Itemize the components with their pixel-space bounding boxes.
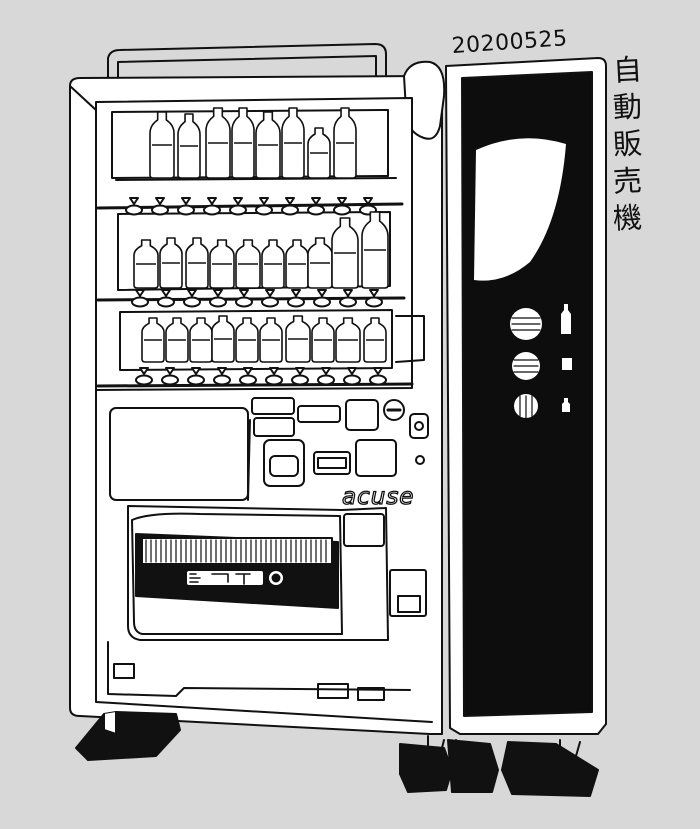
vertical-title: 自 動 販 売 機 <box>608 52 648 235</box>
selection-button[interactable] <box>183 296 201 308</box>
selection-button[interactable] <box>239 374 257 386</box>
selection-button[interactable] <box>343 374 361 386</box>
title-char: 自 <box>612 52 644 88</box>
selection-button[interactable] <box>135 374 153 386</box>
selection-button[interactable] <box>265 374 283 386</box>
selection-button[interactable] <box>235 296 253 308</box>
selection-button[interactable] <box>287 296 305 308</box>
selection-button[interactable] <box>125 204 143 216</box>
title-char: 機 <box>612 200 644 236</box>
selection-button[interactable] <box>177 204 195 216</box>
selection-button[interactable] <box>187 374 205 386</box>
selection-button[interactable] <box>369 374 387 386</box>
selection-button[interactable] <box>255 204 273 216</box>
selection-button[interactable] <box>307 204 325 216</box>
selection-button[interactable] <box>131 296 149 308</box>
selection-button[interactable] <box>209 296 227 308</box>
selection-button[interactable] <box>203 204 221 216</box>
selection-button[interactable] <box>313 296 331 308</box>
title-char: 売 <box>612 163 644 199</box>
selection-button[interactable] <box>157 296 175 308</box>
selection-button[interactable] <box>333 204 351 216</box>
selection-button[interactable] <box>261 296 279 308</box>
brand-logo-text: acuse <box>341 483 415 510</box>
selection-button[interactable] <box>339 296 357 308</box>
selection-button[interactable] <box>281 204 299 216</box>
title-char: 動 <box>612 89 644 125</box>
title-char: 販 <box>612 126 644 162</box>
selection-button[interactable] <box>213 374 231 386</box>
selection-button[interactable] <box>151 204 169 216</box>
bottle-icon <box>561 304 571 334</box>
selection-button[interactable] <box>365 296 383 308</box>
selection-button[interactable] <box>229 204 247 216</box>
selection-button[interactable] <box>317 374 335 386</box>
selection-button[interactable] <box>161 374 179 386</box>
selection-button[interactable] <box>291 374 309 386</box>
